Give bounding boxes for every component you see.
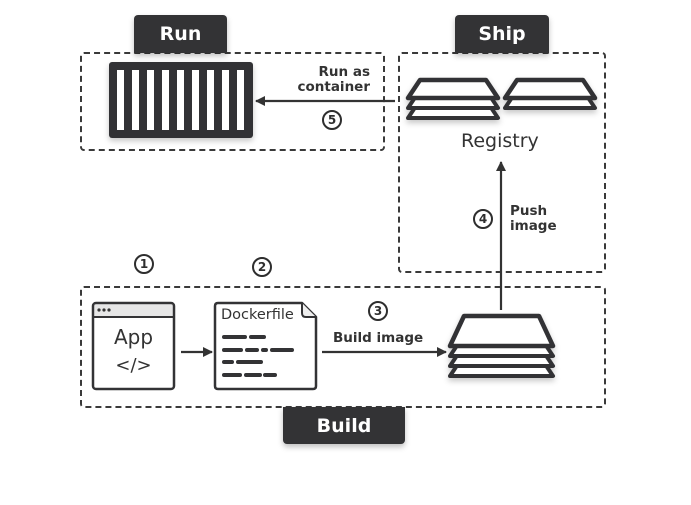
build-stage-tab: Build [283, 407, 405, 444]
app-title: App [113, 325, 154, 349]
run-as-container-label-line1: Run as [318, 64, 370, 80]
registry-label: Registry [461, 130, 539, 152]
built-image-stack-icon [447, 313, 556, 378]
registry-image-stack-icon-right [502, 77, 598, 110]
push-image-label-line2: image [510, 218, 557, 234]
step-2-badge: 2 [252, 257, 272, 277]
push-image-label-line1: Push [510, 203, 548, 219]
run-as-container-label-line2: container [297, 79, 370, 95]
app-window-icon [91, 301, 176, 391]
build-image-label: Build image [333, 330, 424, 346]
registry-image-stack-icon-left [405, 77, 501, 120]
container-icon [109, 62, 253, 138]
step-5-badge: 5 [322, 110, 342, 130]
step-1-badge: 1 [134, 254, 154, 274]
run-stage-tab: Run [134, 15, 227, 53]
ship-stage-tab: Ship [455, 15, 549, 53]
step-4-badge: 4 [473, 209, 493, 229]
step-3-badge: 3 [368, 301, 388, 321]
dockerfile-title: Dockerfile [221, 307, 294, 323]
dockerfile-document-icon [213, 301, 318, 391]
app-code-symbol: </> [115, 355, 152, 376]
